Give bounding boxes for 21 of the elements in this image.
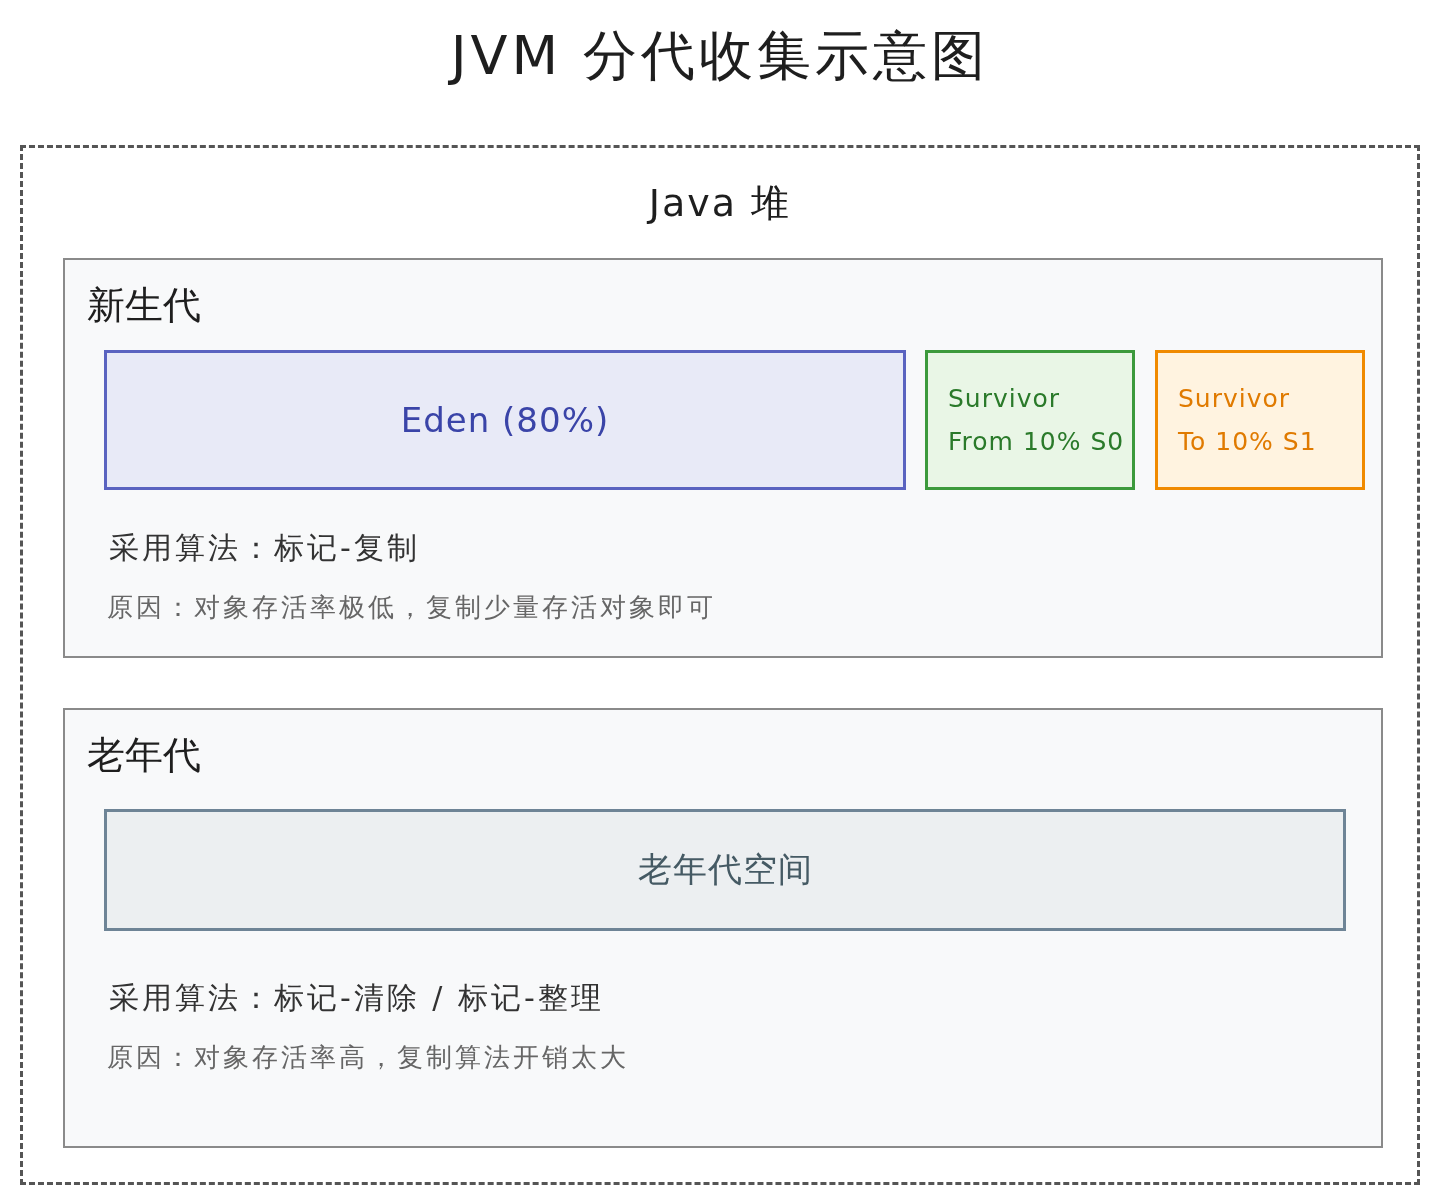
diagram-title: JVM 分代收集示意图 — [447, 23, 991, 89]
region-label: Survivor — [1178, 384, 1291, 413]
panel-heading: 新生代 — [87, 282, 201, 329]
heap-frame — [20, 145, 1420, 1185]
reason-text: 原因：对象存活率极低，复制少量存活对象即可 — [107, 591, 716, 624]
region-label: From 10% S0 — [948, 427, 1125, 456]
region-label: To 10% S1 — [1178, 427, 1317, 456]
region-label: Survivor — [948, 384, 1061, 413]
memory-region-box — [925, 350, 1135, 490]
generation-panel — [63, 258, 1383, 658]
panel-heading: 老年代 — [87, 732, 201, 779]
memory-region-box — [104, 809, 1346, 931]
generation-panel — [63, 708, 1383, 1148]
memory-region-box — [104, 350, 906, 490]
reason-text: 原因：对象存活率高，复制算法开销太大 — [107, 1041, 629, 1074]
region-label: Eden (80%) — [400, 400, 610, 440]
algorithm-text: 采用算法：标记-复制 — [109, 529, 420, 567]
frame-title: Java 堆 — [645, 180, 793, 227]
memory-region-box — [1155, 350, 1365, 490]
region-label: 老年代空间 — [637, 848, 813, 891]
algorithm-text: 采用算法：标记-清除 / 标记-整理 — [109, 979, 604, 1017]
